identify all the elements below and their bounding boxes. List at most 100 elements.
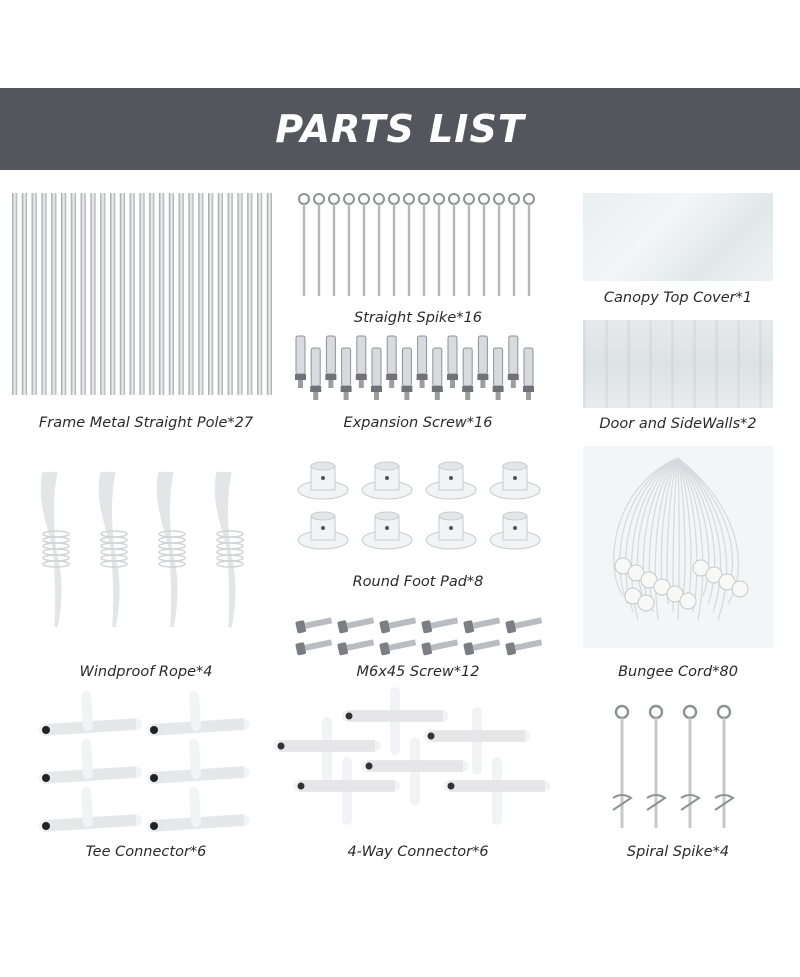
foot-pad bbox=[297, 511, 349, 550]
tee-connector bbox=[146, 691, 250, 736]
expansion-nut bbox=[523, 386, 534, 392]
pole bbox=[31, 193, 37, 395]
spike-eye bbox=[388, 193, 400, 205]
bungee-ball bbox=[640, 571, 658, 589]
pole bbox=[237, 193, 243, 395]
expansion-sleeve bbox=[341, 347, 352, 387]
pole bbox=[129, 193, 135, 395]
bungee-strand bbox=[654, 457, 679, 621]
bungee-label: Bungee Cord*80 bbox=[618, 664, 738, 680]
expansion-bolt bbox=[343, 392, 349, 400]
m6-screw bbox=[295, 617, 333, 634]
pole bbox=[159, 193, 165, 395]
expansion-sleeve bbox=[295, 335, 306, 375]
pole bbox=[168, 193, 174, 395]
m6-screw-label: M6x45 Screw*12 bbox=[356, 664, 480, 680]
pole bbox=[139, 193, 145, 395]
spike-eye bbox=[463, 193, 475, 205]
spike-eye bbox=[358, 193, 370, 205]
expansion-nut bbox=[355, 374, 367, 380]
foot-pad bbox=[489, 511, 541, 550]
bungee-strand bbox=[613, 457, 679, 597]
bungee-strand bbox=[677, 457, 722, 613]
pole bbox=[70, 193, 76, 395]
pole bbox=[247, 193, 253, 395]
pole bbox=[100, 193, 106, 395]
pole bbox=[208, 193, 214, 395]
bungee-strand bbox=[648, 457, 679, 613]
rope-coil bbox=[98, 471, 128, 628]
foot-pad bbox=[297, 461, 349, 500]
bungee-strand bbox=[619, 457, 679, 605]
expansion-nut bbox=[295, 374, 306, 380]
bungee-strand bbox=[677, 457, 704, 621]
expansion-nut bbox=[310, 386, 322, 392]
bungee-ball bbox=[624, 587, 642, 605]
four-way-connector bbox=[361, 737, 469, 805]
expansion-bolt bbox=[526, 392, 531, 400]
pole bbox=[227, 193, 233, 395]
bungee-ball bbox=[705, 566, 723, 584]
rope-coil bbox=[214, 471, 244, 628]
m6-screw bbox=[463, 617, 501, 634]
expansion-sleeve bbox=[356, 335, 367, 375]
m6-screw bbox=[337, 639, 375, 656]
expansion-nut bbox=[477, 374, 489, 380]
poles-label: Frame Metal Straight Pole*27 bbox=[38, 415, 254, 431]
bungee-strand bbox=[677, 457, 686, 597]
spiral-spikes-image bbox=[612, 704, 735, 828]
pole bbox=[119, 193, 125, 395]
spiral-spike bbox=[612, 704, 633, 828]
expansion-sleeve bbox=[493, 347, 504, 387]
bungee-strand bbox=[636, 457, 679, 597]
expansion-sleeve bbox=[386, 335, 397, 375]
windproof-rope-image bbox=[40, 471, 244, 628]
spike-eye bbox=[298, 193, 310, 205]
expansion-sleeve bbox=[401, 347, 412, 387]
expansion-sleeve bbox=[432, 347, 443, 387]
spike-eye bbox=[343, 193, 355, 205]
pole bbox=[21, 193, 27, 395]
spike-eye bbox=[433, 193, 445, 205]
four-way-label: 4-Way Connector*6 bbox=[347, 844, 489, 860]
expansion-bolt bbox=[298, 380, 303, 388]
pole bbox=[90, 193, 96, 395]
pole bbox=[51, 193, 57, 395]
m6-screws-image bbox=[295, 617, 543, 656]
expansion-bolt bbox=[313, 392, 319, 400]
pole bbox=[257, 193, 263, 395]
pole bbox=[80, 193, 86, 395]
rope-coil bbox=[40, 471, 70, 628]
m6-screw bbox=[421, 639, 459, 656]
tee-connectors-image bbox=[38, 691, 250, 832]
expansion-screw-label: Expansion Screw*16 bbox=[343, 415, 493, 431]
sidewalls-image bbox=[583, 320, 773, 408]
expansion-sleeve bbox=[447, 335, 458, 375]
spike-eye bbox=[403, 193, 415, 205]
expansion-sleeve bbox=[325, 335, 336, 375]
pole bbox=[12, 193, 18, 395]
expansion-nut bbox=[371, 386, 382, 392]
pole bbox=[217, 193, 223, 395]
four-way-connector bbox=[443, 757, 551, 825]
tee-connector bbox=[38, 787, 142, 832]
bungee-ball bbox=[692, 559, 710, 577]
bungee-strand bbox=[677, 457, 698, 613]
four-way-connectors-image bbox=[273, 687, 551, 825]
expansion-sleeve bbox=[417, 335, 428, 375]
straight-spike-label: Straight Spike*16 bbox=[354, 310, 482, 326]
bungee-strand bbox=[642, 457, 679, 605]
bungee-ball bbox=[614, 557, 632, 575]
round-foot-pads-image bbox=[297, 461, 541, 550]
bungee-ball bbox=[731, 580, 749, 598]
sidewalls-label: Door and SideWalls*2 bbox=[599, 416, 757, 432]
spike-eye bbox=[523, 193, 535, 205]
four-way-connector bbox=[293, 757, 401, 825]
m6-screw bbox=[421, 617, 459, 634]
rope-label: Windproof Rope*4 bbox=[79, 664, 213, 680]
bungee-ball bbox=[637, 594, 655, 612]
expansion-bolt bbox=[404, 392, 410, 400]
m6-screw bbox=[379, 617, 417, 634]
bungee-ball bbox=[679, 592, 697, 610]
foot-pad bbox=[361, 511, 413, 550]
